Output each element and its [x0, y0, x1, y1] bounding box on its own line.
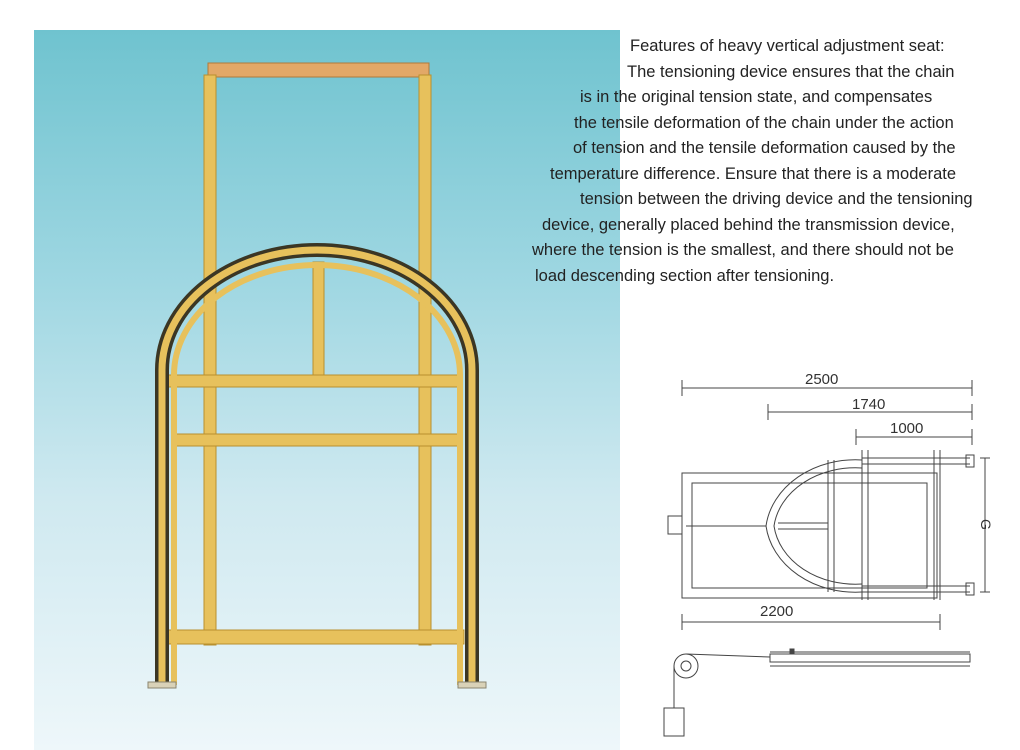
features-line: of tension and the tensile deformation c… — [573, 139, 956, 157]
features-line: temperature difference. Ensure that ther… — [550, 164, 957, 183]
features-line: where the tension is the smallest, and t… — [532, 241, 954, 259]
dimension-2200: 2200 — [681, 603, 941, 630]
features-title: Features of heavy vertical adjustment se… — [630, 37, 945, 55]
dim-label-2500: 2500 — [805, 371, 838, 388]
features-line: load descending section after tensioning… — [535, 266, 835, 285]
dimension-1000: 1000 — [855, 420, 973, 445]
dimension-1740: 1740 — [767, 396, 973, 420]
dim-label-side: G — [978, 519, 994, 530]
dim-label-2200: 2200 — [760, 603, 793, 620]
features-line: is in the original tension state, and co… — [580, 88, 933, 106]
product-photo — [34, 30, 620, 750]
plan-view — [667, 450, 975, 600]
dimension-drawing: 2500 1740 1000 — [650, 360, 1020, 750]
features-line: device, generally placed behind the tran… — [542, 215, 955, 234]
dim-label-1000: 1000 — [890, 420, 923, 437]
dim-label-1740: 1740 — [852, 396, 885, 413]
side-elevation — [663, 648, 971, 737]
features-line: The tensioning device ensures that the c… — [627, 62, 955, 81]
features-line: the tensile deformation of the chain und… — [574, 113, 954, 132]
dimension-side: G — [978, 457, 994, 593]
features-line: tension between the driving device and t… — [580, 190, 973, 208]
features-description: Features of heavy vertical adjustment se… — [520, 34, 1020, 289]
dimension-2500: 2500 — [681, 371, 973, 396]
tensioning-frame-illustration — [147, 62, 487, 689]
